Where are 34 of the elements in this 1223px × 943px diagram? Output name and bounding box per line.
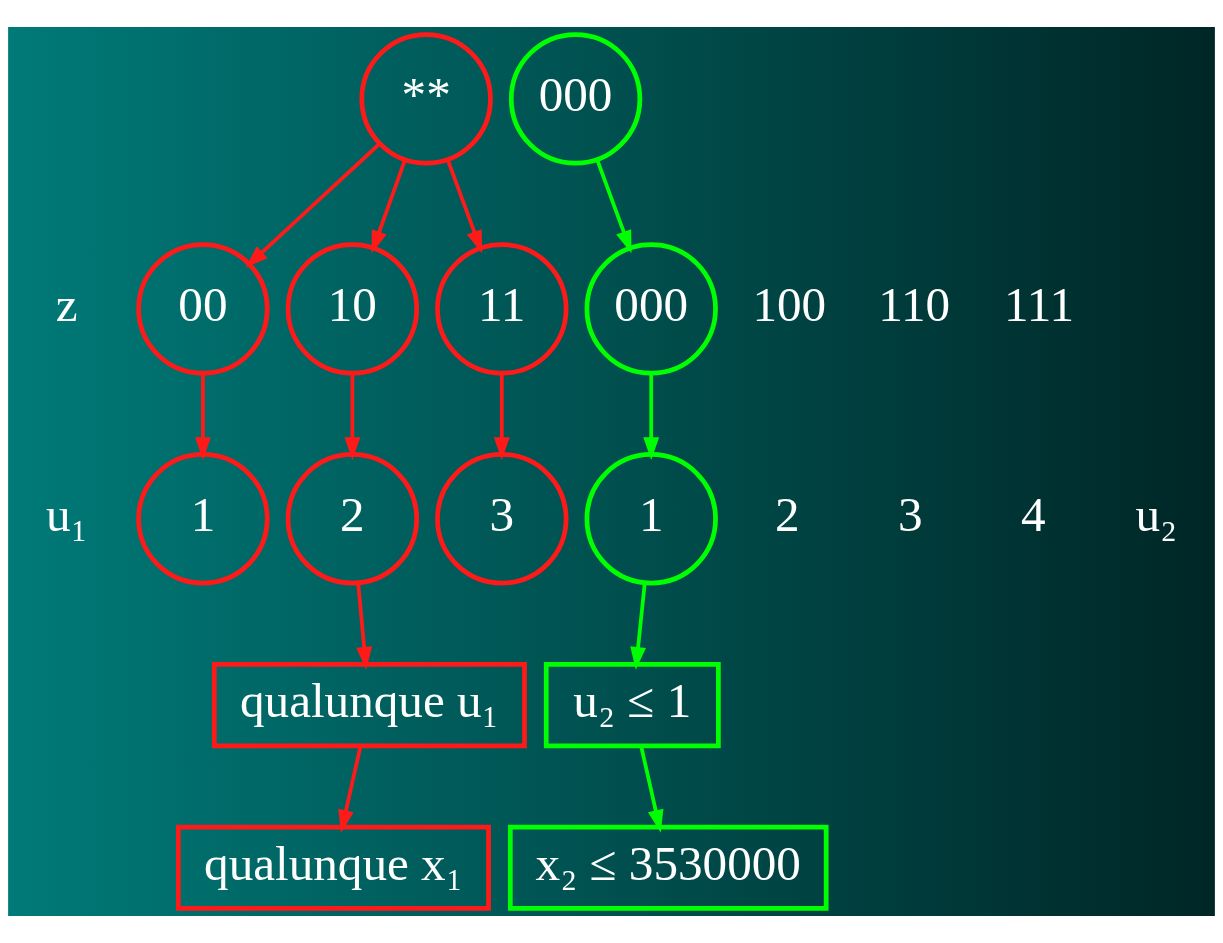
node-box: x₂ ≤ 3530000 bbox=[507, 824, 829, 911]
node-circle: 1 bbox=[136, 452, 270, 586]
arrow bbox=[493, 373, 510, 461]
label: 110 bbox=[878, 276, 951, 332]
label: 100 bbox=[752, 276, 827, 332]
arrow bbox=[639, 745, 664, 833]
arrow bbox=[245, 142, 381, 268]
label: 111 bbox=[1003, 276, 1075, 332]
label: 3 bbox=[898, 486, 923, 542]
arrow bbox=[446, 159, 483, 254]
label: 4 bbox=[1021, 486, 1046, 542]
node-circle: ** bbox=[359, 32, 493, 166]
label: u₁ bbox=[45, 486, 88, 542]
node-circle: 000 bbox=[584, 242, 718, 376]
node-box: u₂ ≤ 1 bbox=[543, 662, 721, 749]
node-circle: 11 bbox=[435, 242, 569, 376]
node-circle: 1 bbox=[584, 452, 718, 586]
node-circle: 000 bbox=[508, 32, 643, 166]
arrow bbox=[595, 159, 632, 254]
node-circle: 10 bbox=[285, 242, 420, 376]
node-circle: 3 bbox=[435, 452, 569, 586]
arrow bbox=[194, 373, 211, 461]
arrow bbox=[630, 582, 647, 670]
node-box: qualunque x₁ bbox=[176, 824, 491, 911]
arrow bbox=[643, 373, 660, 461]
label: 2 bbox=[775, 486, 800, 542]
arrow bbox=[356, 582, 373, 670]
label: u₂ bbox=[1135, 486, 1178, 542]
label: z bbox=[55, 276, 78, 332]
arrow bbox=[344, 373, 361, 461]
arrow bbox=[371, 159, 407, 254]
node-circle: 2 bbox=[285, 452, 420, 586]
arrow bbox=[338, 745, 363, 833]
node-box: qualunque u₁ bbox=[211, 662, 527, 749]
